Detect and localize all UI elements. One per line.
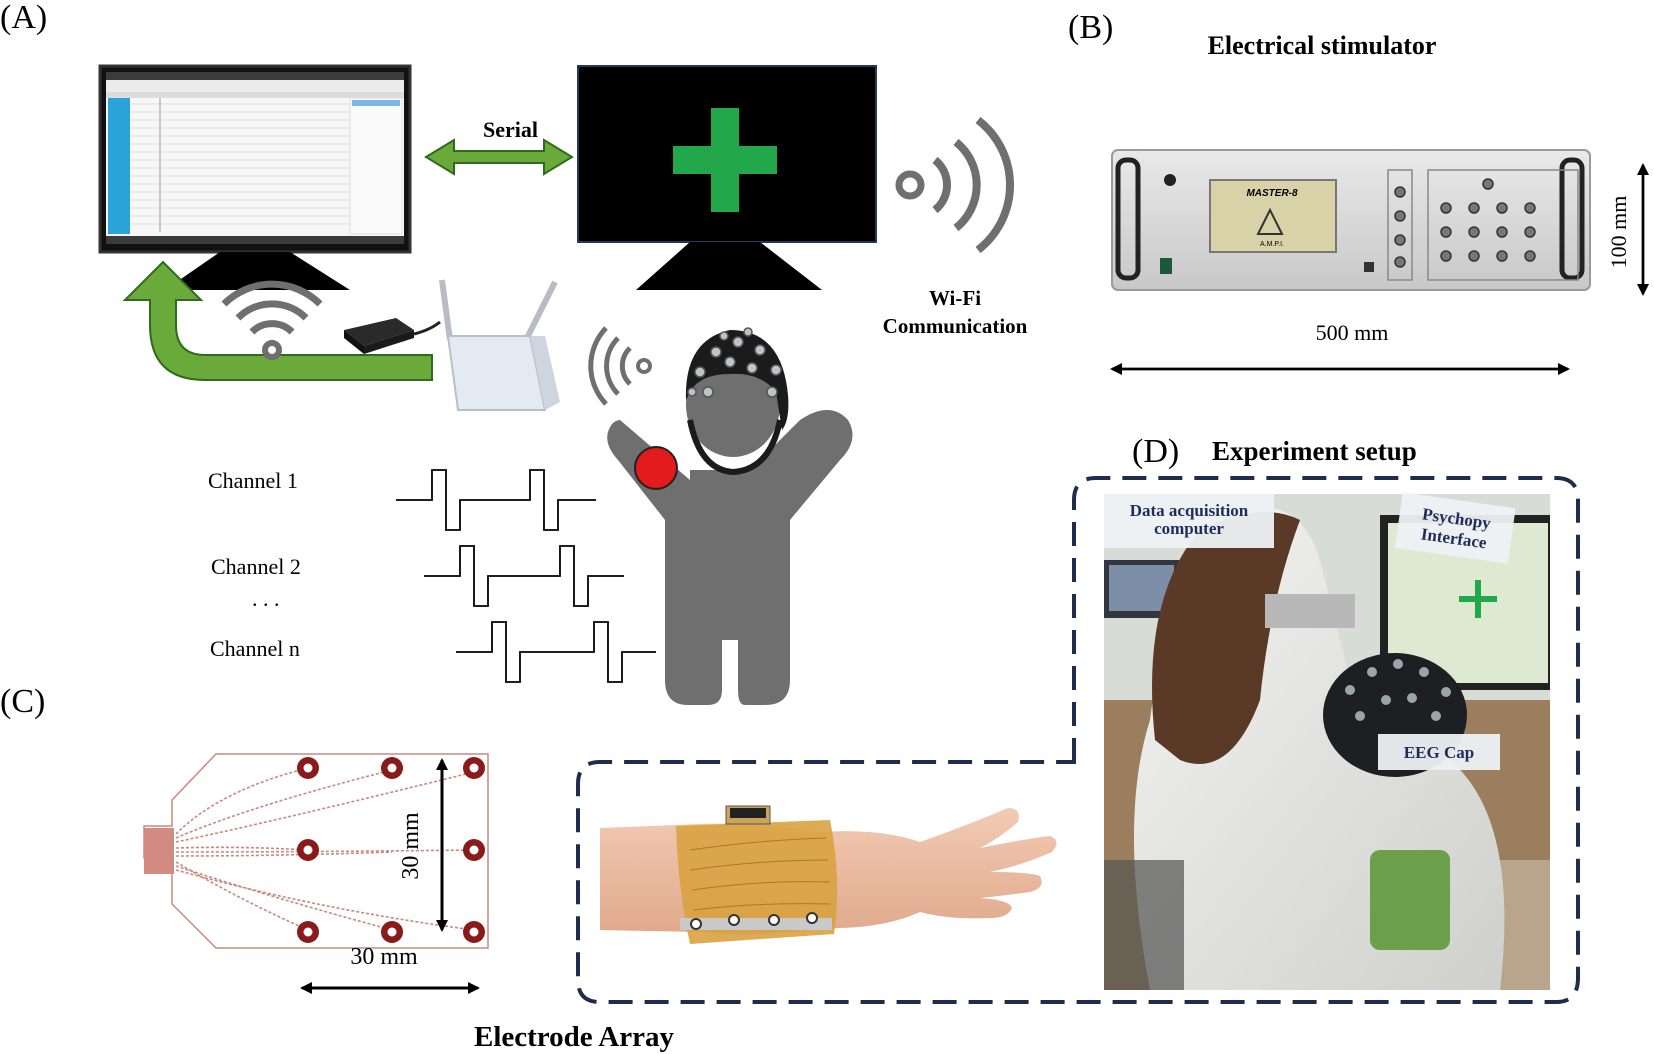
device-display-sublabel: A.M.P.I.	[1260, 241, 1284, 248]
electrode-array-pcb	[143, 753, 489, 949]
wifi-label-line1: Wi-Fi	[929, 286, 981, 310]
serial-label: Serial	[483, 117, 538, 142]
label-eeg: EEG Cap	[1404, 743, 1474, 762]
forearm-with-electrode	[600, 805, 1057, 944]
channel-n-pulse-train	[456, 621, 656, 683]
setup-dashed-frame	[576, 476, 1580, 1004]
eeg-cap	[685, 327, 789, 476]
pcb-height-label: 30 mm	[398, 812, 424, 880]
channel-ellipsis: . . .	[252, 586, 280, 611]
electrical-stimulator-device: MASTER-8 A.M.P.I.	[1111, 149, 1591, 291]
label-eeg-cap: EEG Cap	[1378, 734, 1500, 770]
label-psychopy-interface: Psychopy Interface	[1394, 492, 1516, 564]
label-daq-computer: Data acquisition computer	[1104, 494, 1274, 548]
channel-n-label: Channel n	[210, 636, 300, 661]
panel-b-label: (B)	[1068, 9, 1113, 46]
stimulator-title: Electrical stimulator	[1208, 31, 1437, 60]
wifi-label-line2: Communication	[883, 314, 1028, 338]
wifi-broadcast-icon	[895, 116, 1015, 254]
acquisition-monitor	[98, 64, 412, 290]
channel-2-pulse-train	[424, 545, 624, 607]
experiment-photo	[1104, 494, 1550, 990]
experiment-setup-title: Experiment setup	[1212, 436, 1417, 466]
label-daq-line2: computer	[1154, 519, 1224, 538]
device-display-label: MASTER-8	[1246, 188, 1298, 199]
head-signal-icon	[588, 326, 652, 406]
channel-2-label: Channel 2	[211, 554, 301, 579]
serial-double-arrow	[424, 138, 574, 176]
wireless-router	[439, 279, 560, 411]
panel-a-label: (A)	[0, 0, 47, 36]
stimulation-site-dot	[634, 446, 678, 490]
stimulator-height-label: 100 mm	[1606, 196, 1631, 269]
channel-1-label: Channel 1	[208, 468, 298, 493]
wifi-fan-icon	[221, 280, 323, 360]
stimulator-width-label: 500 mm	[1316, 320, 1389, 345]
fixation-cross-horizontal	[673, 146, 777, 174]
label-daq-line1: Data acquisition	[1130, 501, 1249, 520]
channel-1-pulse-train	[396, 469, 596, 531]
stimulus-monitor	[577, 65, 877, 290]
panel-d-label: (D)	[1132, 433, 1179, 470]
eeg-amplifier	[344, 318, 441, 354]
pcb-width-label: 30 mm	[350, 944, 418, 970]
panel-c-label: (C)	[0, 683, 45, 720]
electrode-array-caption: Electrode Array	[474, 1021, 674, 1053]
